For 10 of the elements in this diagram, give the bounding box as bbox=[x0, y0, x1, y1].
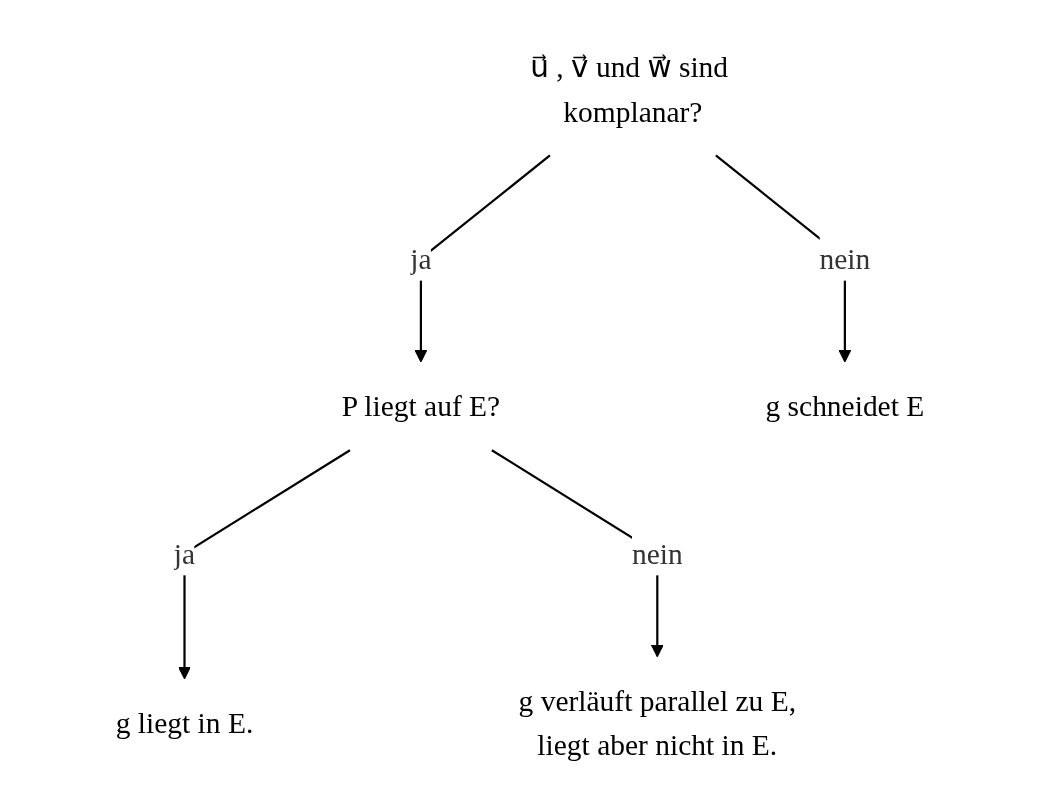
node-text: g verläuft parallel zu E, liegt aber nicht in E. bbox=[518, 684, 797, 761]
edge-label: nein bbox=[631, 536, 683, 570]
arrow bbox=[178, 448, 351, 679]
node-text: g schneidet E bbox=[765, 389, 925, 422]
edge-label: ja bbox=[173, 536, 196, 570]
node-text: u⃗ , v⃗ und w⃗ sind komplanar? bbox=[530, 50, 729, 127]
node-text: P liegt auf E? bbox=[341, 389, 501, 422]
edge-label: nein bbox=[819, 241, 871, 275]
node-text: g liegt in E. bbox=[115, 706, 254, 739]
edge-label: ja bbox=[410, 241, 432, 275]
